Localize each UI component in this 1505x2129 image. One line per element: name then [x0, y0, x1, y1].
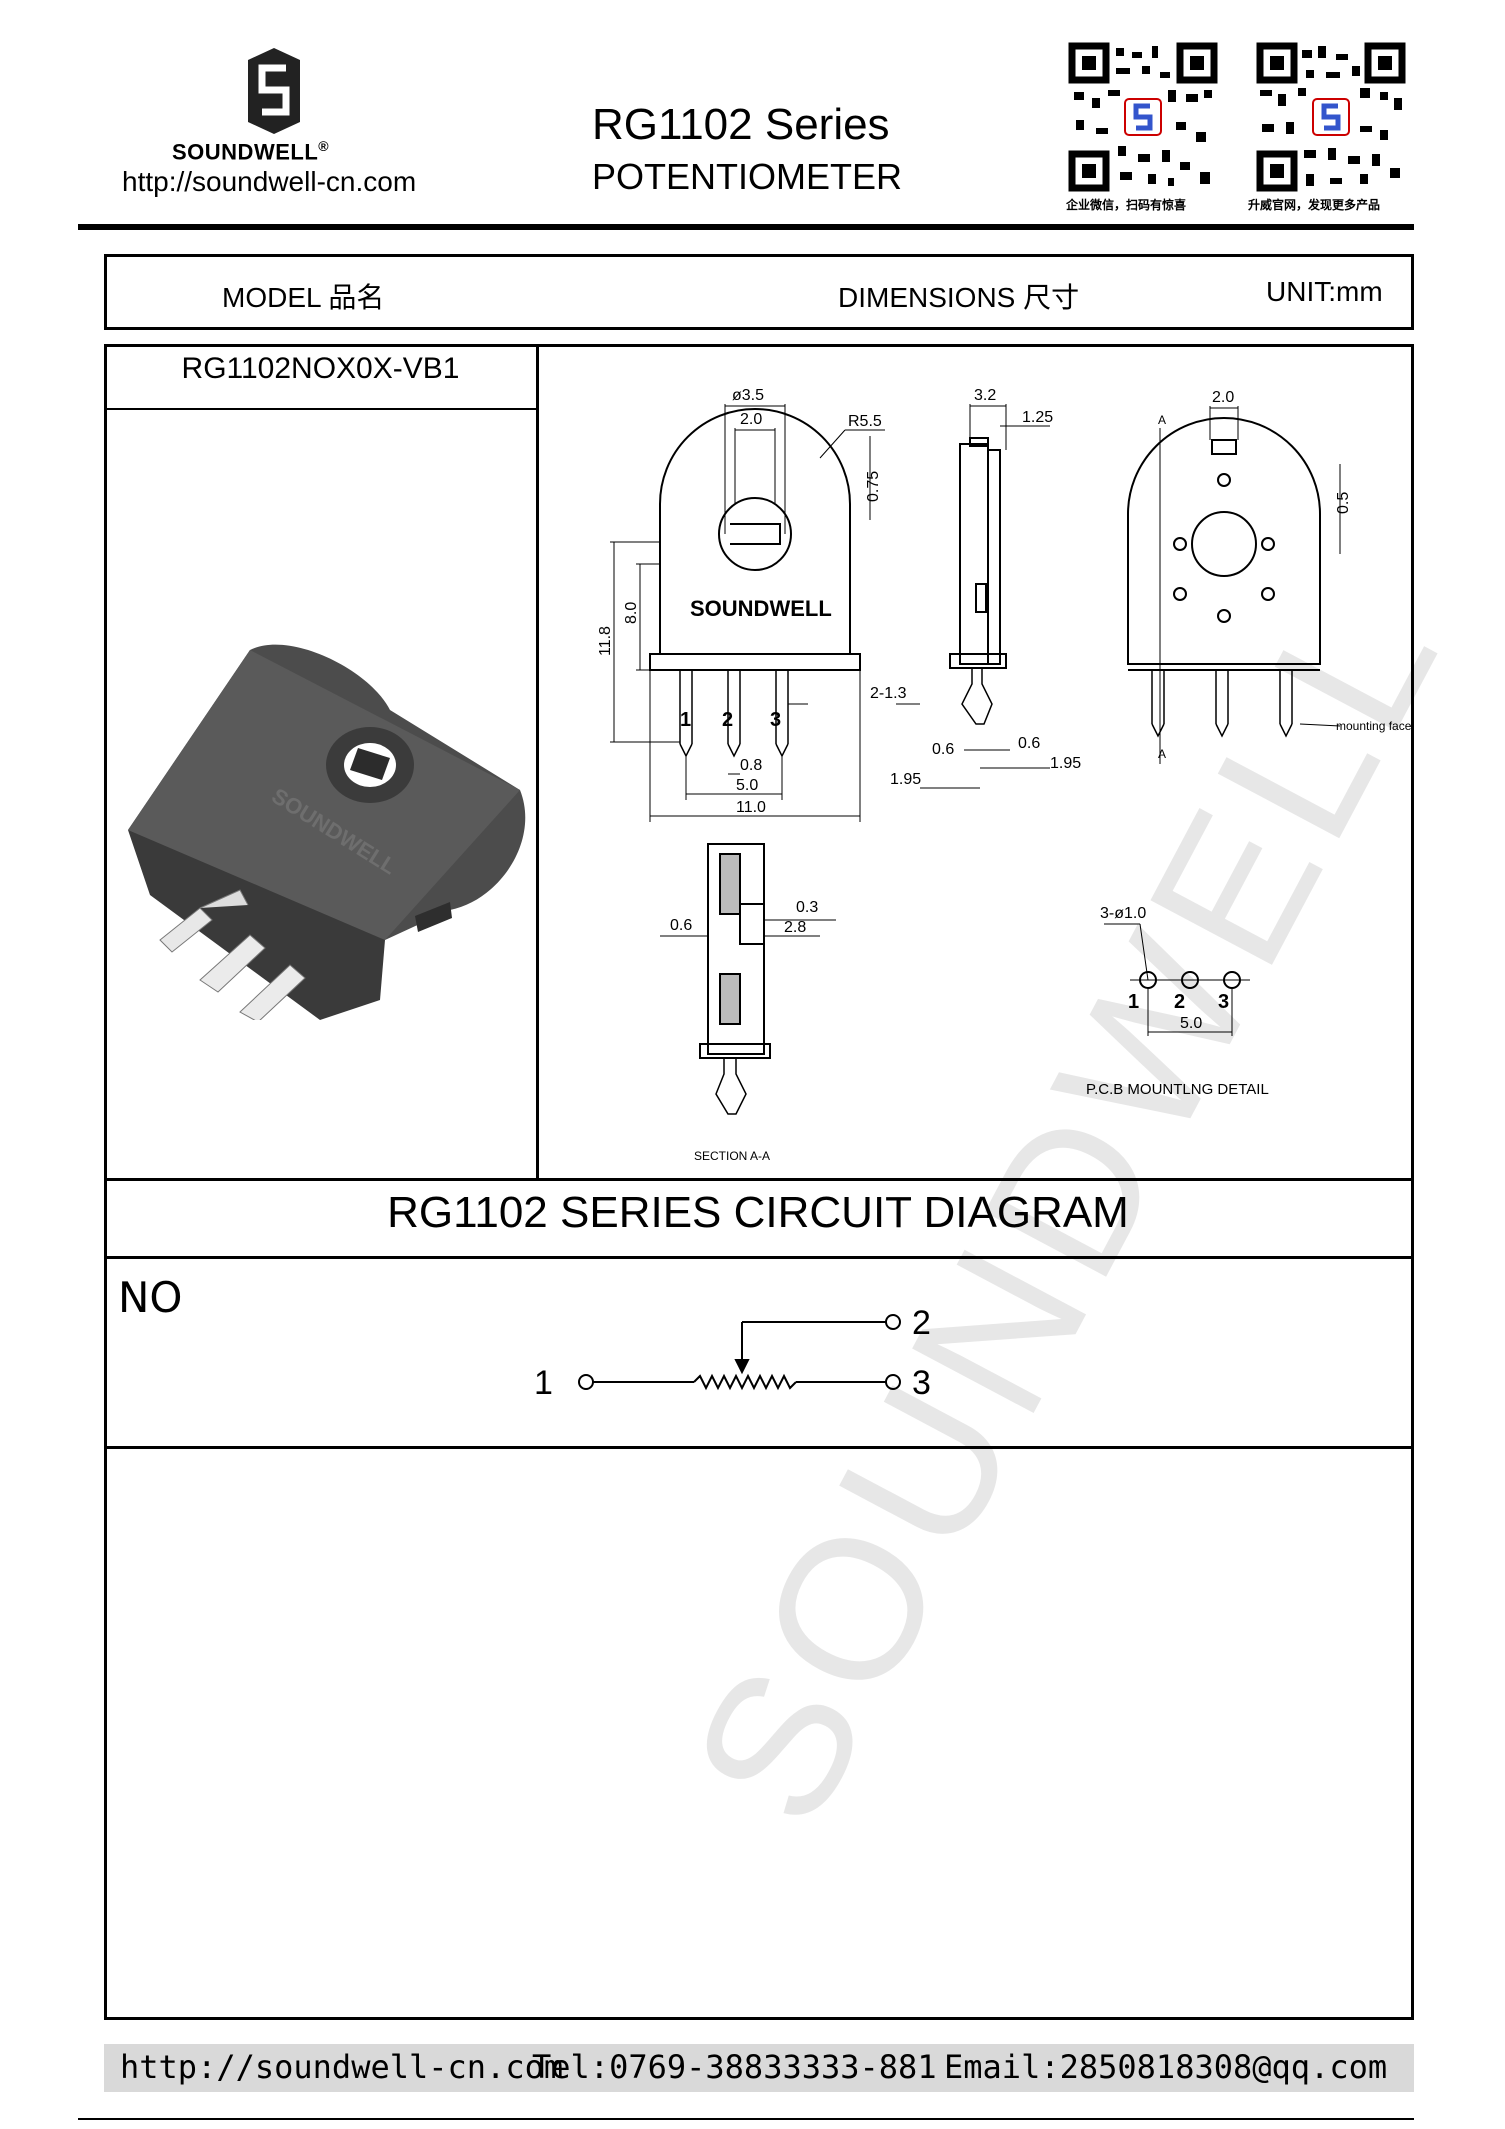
drawing-bottom-divider	[104, 1178, 1414, 1181]
dim-d03: 0.3	[796, 899, 818, 916]
dim-d213: 2-1.3	[870, 685, 907, 702]
page-title: RG1102 Series	[592, 100, 890, 149]
dim-d20b: 2.0	[1212, 389, 1234, 406]
circuit-pin-3: 3	[912, 1364, 931, 1402]
dim-d125: 1.25	[1022, 409, 1053, 426]
model-label: MODEL 品名	[222, 282, 385, 313]
qr-code-wechat-icon[interactable]	[1068, 42, 1218, 192]
model-column-divider	[536, 344, 539, 1180]
circuit-pin-2: 2	[912, 1304, 931, 1342]
dim-d28: 2.8	[784, 919, 806, 936]
footer-email[interactable]: Email:2850818308@qq.com	[944, 2048, 1388, 2086]
model-name: RG1102NOX0X-VB1	[181, 352, 460, 385]
resistor-symbol	[693, 1373, 797, 1391]
dim-d20a: 2.0	[740, 411, 762, 428]
pcb-caption: P.C.B MOUNTLNG DETAIL	[1086, 1081, 1269, 1098]
dim-d195b: 1.95	[1050, 755, 1081, 772]
footer-tel: Tel:0769-38833333-881	[532, 2048, 937, 2086]
dim-d50b: 5.0	[1180, 1015, 1202, 1032]
soundwell-logo-icon	[248, 48, 300, 134]
dim-d06a: 0.6	[932, 741, 954, 758]
section-view	[699, 843, 771, 1115]
section-a-bottom: A	[1158, 747, 1166, 761]
pcb-pin-2: 2	[1174, 991, 1185, 1013]
dim-d110: 11.0	[736, 799, 766, 816]
circuit-diagram: 1 2 3	[534, 1304, 931, 1402]
dim-d118: 11.8	[597, 626, 614, 656]
dimensions-label: DIMENSIONS 尺寸	[838, 282, 1080, 313]
header-url[interactable]: http://soundwell-cn.com	[122, 166, 417, 197]
pcb-pin-3: 3	[1218, 991, 1229, 1013]
footer-bar: http://soundwell-cn.com Tel:0769-3883333…	[104, 2044, 1414, 2092]
dim-d06b: 0.6	[1018, 735, 1040, 752]
side-view	[949, 437, 1007, 725]
dim-d06c: 0.6	[670, 917, 692, 934]
table-header-box	[104, 254, 1414, 330]
section-a-top: A	[1158, 413, 1166, 427]
dim-r55: R5.5	[848, 413, 882, 430]
diagram-title-divider	[104, 1256, 1414, 1259]
section-label: SECTION A-A	[694, 1149, 770, 1163]
front-view: SOUNDWELL	[649, 408, 861, 758]
drawing-box	[104, 344, 1414, 2020]
qr-caption-website: 升威官网，发现更多产品	[1248, 198, 1381, 212]
footer-url[interactable]: http://soundwell-cn.com	[120, 2048, 564, 2086]
rear-view	[1127, 417, 1321, 738]
dim-d10: 3-ø1.0	[1100, 905, 1146, 922]
mounting-face-label: mounting face	[1336, 719, 1412, 733]
dimension-drawing: SOUNDWELL ø3.5 2.0 R5.5 0.75 11.8 8.0 2-…	[597, 387, 1412, 1163]
page-subtitle: POTENTIOMETER	[592, 156, 903, 197]
circuit-bottom-divider	[104, 1446, 1414, 1449]
product-render-image: SOUNDWELL	[128, 644, 526, 1020]
pcb-pin-1: 1	[1128, 991, 1139, 1013]
footer-divider	[78, 2118, 1414, 2120]
dim-d35: ø3.5	[732, 387, 764, 404]
front-marking: SOUNDWELL	[690, 596, 832, 621]
pin-2-label: 2	[722, 709, 733, 731]
dim-d08: 0.8	[740, 757, 762, 774]
qr-caption-wechat: 企业微信，扫码有惊喜	[1066, 198, 1187, 212]
qr-code-website-icon[interactable]	[1256, 42, 1406, 192]
circuit-type-label: NO	[118, 1273, 183, 1322]
unit-label: UNIT:mm	[1266, 276, 1383, 307]
dim-d32: 3.2	[974, 387, 996, 404]
dim-d195a: 1.95	[890, 771, 921, 788]
dim-d075: 0.75	[865, 471, 882, 502]
front-dimension-lines	[610, 404, 920, 822]
dim-d80: 8.0	[623, 602, 640, 624]
dim-d05: 0.5	[1335, 492, 1352, 514]
pin-3-label: 3	[770, 709, 781, 731]
circuit-diagram-title: RG1102 SERIES CIRCUIT DIAGRAM	[387, 1188, 1129, 1237]
header-divider	[78, 224, 1414, 230]
circuit-pin-1: 1	[534, 1364, 553, 1402]
model-name-divider	[104, 408, 538, 410]
pin-1-label: 1	[680, 709, 691, 731]
dim-d50: 5.0	[736, 777, 758, 794]
brand-name: SOUNDWELL®	[172, 138, 330, 165]
